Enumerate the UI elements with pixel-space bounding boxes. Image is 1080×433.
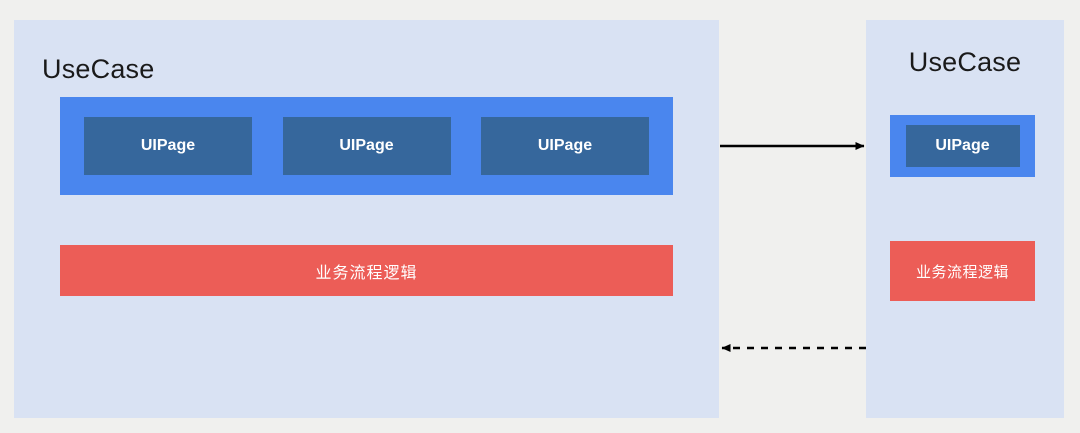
uipage-box[interactable]: UIPage <box>905 125 1020 167</box>
uipage-box[interactable]: UIPage <box>282 117 451 175</box>
usecase-panel-left: UseCase UIPage UIPage UIPage 业务流程逻辑 <box>14 20 719 418</box>
page-title-right: UseCase <box>908 47 1022 77</box>
business-logic-bar-left[interactable]: 业务流程逻辑 <box>60 245 673 296</box>
usecase-panel-right: UseCase UIPage 业务流程逻辑 <box>866 20 1064 418</box>
uipage-box[interactable]: UIPage <box>481 117 649 175</box>
connector-arrows <box>720 142 866 352</box>
business-logic-bar-right[interactable]: 业务流程逻辑 <box>890 241 1035 301</box>
uipage-box[interactable]: UIPage <box>84 117 252 175</box>
ui-layer-left: UIPage UIPage UIPage <box>60 97 673 195</box>
page-title-left: UseCase <box>42 54 155 84</box>
ui-layer-right: UIPage <box>890 115 1035 177</box>
